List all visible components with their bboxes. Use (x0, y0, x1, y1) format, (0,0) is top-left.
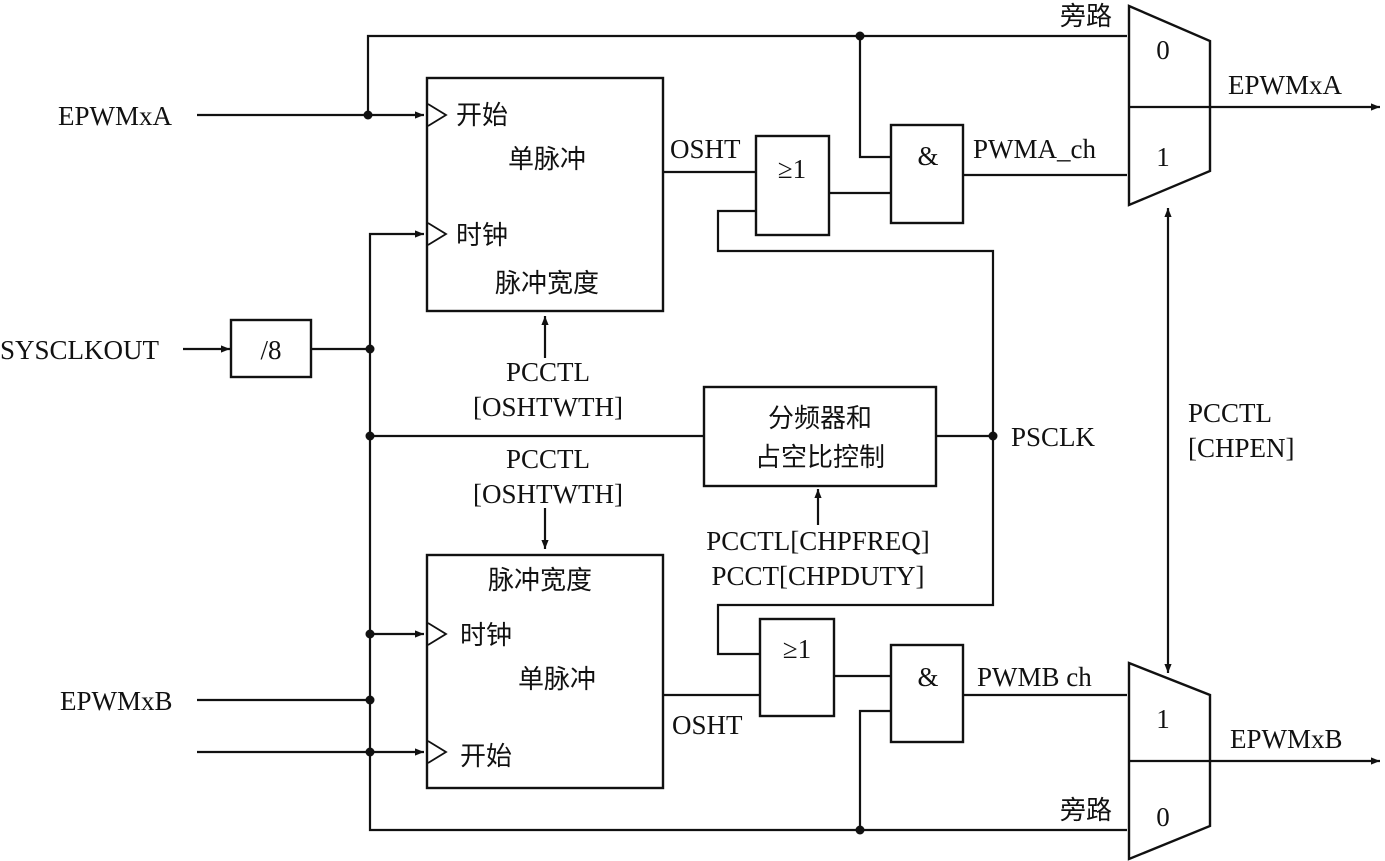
bypass-a-label: 旁路 (1060, 2, 1112, 32)
or-gate-a: ≥1 (754, 134, 831, 237)
junction-dot (365, 629, 375, 639)
and-a-label: & (917, 141, 938, 171)
div8-block: /8 (229, 318, 313, 379)
oneshot-b-clock-label: 时钟 (460, 621, 512, 651)
divider-label-1: 分频器和 (768, 404, 872, 434)
clock-edge-marker (427, 103, 448, 127)
reg-chpen-line1: PCCTL (1188, 398, 1272, 428)
wire-clock-a (368, 230, 424, 349)
reg-chpduty: PCCT[CHPDUTY] (711, 561, 924, 591)
wires (183, 34, 1380, 832)
wire-bypass-b (368, 752, 1127, 832)
junction-dot (855, 31, 865, 41)
sysclkout-label: SYSCLKOUT (0, 335, 160, 365)
reg-chpen-line2: [CHPEN] (1188, 433, 1295, 463)
junction-dot (365, 695, 375, 705)
or-b-label: ≥1 (783, 634, 811, 664)
div8-label: /8 (260, 335, 281, 365)
wire-bypass-a (366, 34, 1127, 115)
or-gate-b: ≥1 (758, 617, 836, 718)
oneshot-b-title: 单脉冲 (518, 665, 596, 695)
reg-oshtwth-a-line2: [OSHTWTH] (473, 392, 623, 422)
junction-dot (363, 110, 373, 120)
clock-edge-marker (427, 222, 448, 246)
reg-oshtwth-b-line2: [OSHTWTH] (473, 479, 623, 509)
wire-bypass-b-to-and (858, 709, 891, 830)
mux-a: 0 1 (1127, 4, 1212, 207)
oneshot-a-clock-label: 时钟 (456, 221, 508, 251)
clock-edge-marker (427, 622, 448, 646)
oneshot-b-block: 脉冲宽度 时钟 单脉冲 开始 (425, 553, 665, 790)
oneshot-b-start-label: 开始 (460, 742, 512, 772)
oneshot-b-width-label: 脉冲宽度 (488, 566, 592, 596)
wire-psclk-loop (716, 209, 995, 656)
epwmxa-input-label: EPWMxA (58, 101, 173, 131)
or-a-label: ≥1 (778, 154, 806, 184)
and-gate-a: & (889, 123, 965, 225)
pwma-ch-label: PWMA_ch (973, 134, 1096, 164)
divider-duty-block: 分频器和 占空比控制 (702, 385, 938, 488)
and-b-label: & (917, 662, 938, 692)
epwmxa-output-label: EPWMxA (1228, 70, 1343, 100)
mux-a-in1: 1 (1156, 142, 1170, 172)
epwmxb-output-label: EPWMxB (1230, 724, 1343, 754)
psclk-label: PSCLK (1011, 422, 1096, 452)
reg-oshtwth-a-line1: PCCTL (506, 357, 590, 387)
reg-oshtwth-b-line1: PCCTL (506, 444, 590, 474)
junction-dot (365, 344, 375, 354)
oneshot-a-block: 开始 单脉冲 时钟 脉冲宽度 (425, 76, 665, 313)
mux-b-in0: 0 (1156, 802, 1170, 832)
epwmxb-input-label: EPWMxB (60, 686, 173, 716)
osht-a-label: OSHT (670, 134, 741, 164)
and-gate-b: & (889, 643, 965, 744)
oneshot-a-title: 单脉冲 (508, 145, 586, 175)
pwmb-ch-label: PWMB ch (977, 662, 1092, 692)
wire-bypass-a-to-and (858, 36, 891, 159)
mux-a-in0: 0 (1156, 35, 1170, 65)
bypass-b-label: 旁路 (1060, 796, 1112, 826)
junction-dot (365, 431, 375, 441)
oneshot-a-start-label: 开始 (456, 101, 508, 131)
clock-edge-marker (427, 740, 448, 764)
mux-b: 1 0 (1127, 661, 1212, 861)
mux-b-in1: 1 (1156, 704, 1170, 734)
junctions (363, 31, 998, 835)
osht-b-label: OSHT (672, 710, 743, 740)
reg-chpfreq: PCCTL[CHPFREQ] (706, 526, 930, 556)
junction-dot (365, 747, 375, 757)
junction-dot (988, 431, 998, 441)
junction-dot (855, 825, 865, 835)
oneshot-a-width-label: 脉冲宽度 (495, 269, 599, 299)
divider-label-2: 占空比控制 (755, 443, 885, 473)
